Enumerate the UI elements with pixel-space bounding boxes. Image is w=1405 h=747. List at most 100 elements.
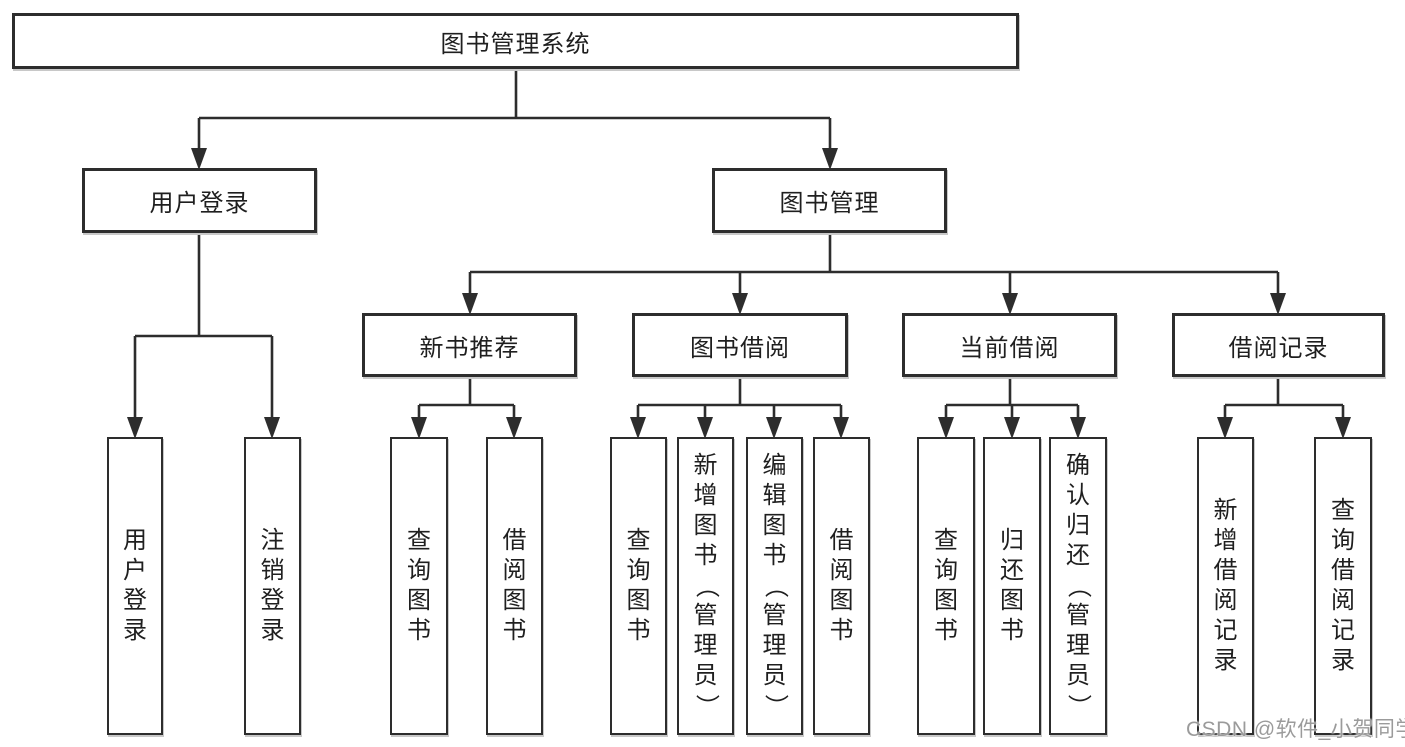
leaf-label-char: 借 bbox=[502, 527, 527, 554]
leaf-label-char: 认 bbox=[1066, 482, 1090, 509]
leaf-label-char: 书 bbox=[1000, 617, 1024, 644]
leaf-user-login: 用户登录 bbox=[107, 437, 163, 735]
leaf-bb-edit-books-admin: 编辑图书 （ 管理员 ） bbox=[746, 437, 803, 735]
watermark: CSDN @软件_小贺同学 bbox=[1186, 718, 1405, 741]
leaf-label-char: 图 bbox=[762, 512, 787, 539]
leaf-br-query-record: 查询借阅记录 bbox=[1314, 437, 1372, 735]
leaf-label-char: ） bbox=[1065, 694, 1092, 718]
node-new-book-recommend-label: 新书推荐 bbox=[419, 334, 520, 362]
leaf-cb-return-books: 归还图书 bbox=[983, 437, 1041, 735]
leaf-label-char: 归 bbox=[1066, 512, 1090, 539]
leaf-label-char: （ bbox=[761, 574, 789, 598]
leaf-label-char: 查 bbox=[1331, 497, 1355, 524]
leaf-label-char: 阅 bbox=[1331, 587, 1355, 614]
node-root-label: 图书管理系统 bbox=[440, 30, 591, 58]
leaf-label-char: 销 bbox=[260, 557, 285, 584]
leaf-label-char: 户 bbox=[123, 557, 147, 584]
leaf-label-char: 用 bbox=[123, 527, 147, 554]
leaf-label-char: 理 bbox=[762, 632, 787, 659]
leaf-label-char: 图 bbox=[626, 587, 651, 614]
node-root: 图书管理系统 bbox=[12, 13, 1019, 69]
leaf-label-char: 理 bbox=[693, 632, 718, 659]
leaf-label-char: 书 bbox=[762, 542, 787, 569]
leaf-label-char: 员 bbox=[693, 662, 718, 689]
leaf-br-add-record: 新增借阅记录 bbox=[1197, 437, 1254, 735]
leaf-label-char: 阅 bbox=[829, 557, 854, 584]
leaf-label-char: 还 bbox=[1000, 557, 1024, 584]
leaf-cb-confirm-return-admin: 确认归还 （ 管理员 ） bbox=[1049, 437, 1107, 735]
leaf-label-char: 借 bbox=[1331, 557, 1355, 584]
leaf-label-char: 借 bbox=[1213, 557, 1238, 584]
leaf-label-char: 新 bbox=[1213, 497, 1238, 524]
leaf-label-char: 增 bbox=[1213, 527, 1238, 554]
leaf-label-char: 管 bbox=[1066, 602, 1090, 629]
leaf-label-char: ） bbox=[692, 694, 720, 718]
leaf-label-char: 书 bbox=[934, 617, 958, 644]
leaf-label-char: 还 bbox=[1066, 542, 1090, 569]
leaf-label-char: 注 bbox=[260, 527, 285, 554]
leaf-label-char: 理 bbox=[1066, 632, 1090, 659]
leaf-label-char: 询 bbox=[626, 557, 651, 584]
leaf-label-char: 书 bbox=[502, 617, 527, 644]
leaf-nb-query-books: 查询图书 bbox=[390, 437, 448, 735]
leaf-label-char: 确 bbox=[1066, 452, 1090, 479]
leaf-label-char: （ bbox=[1065, 574, 1092, 598]
leaf-label-char: 增 bbox=[693, 482, 718, 509]
leaf-label-char: 管 bbox=[693, 602, 718, 629]
node-current-borrowing-label: 当前借阅 bbox=[959, 334, 1060, 362]
leaf-label-char: 辑 bbox=[762, 482, 787, 509]
leaf-label-char: 录 bbox=[260, 617, 285, 644]
leaf-label-char: 员 bbox=[762, 662, 787, 689]
leaf-label-char: 书 bbox=[829, 617, 854, 644]
node-book-management-label: 图书管理 bbox=[779, 190, 880, 217]
leaf-cb-query-books: 查询图书 bbox=[917, 437, 975, 735]
leaf-label-char: 书 bbox=[407, 617, 431, 644]
leaf-label-char: 图 bbox=[407, 587, 431, 614]
leaf-label-char: 查 bbox=[934, 527, 958, 554]
leaf-label-char: 记 bbox=[1331, 617, 1355, 644]
leaf-label-char: 登 bbox=[123, 587, 147, 614]
leaf-label-char: 记 bbox=[1213, 617, 1238, 644]
leaf-label-char: 图 bbox=[693, 512, 718, 539]
leaf-label-char: 图 bbox=[502, 587, 527, 614]
leaf-label-char: 录 bbox=[1331, 647, 1355, 674]
leaf-label-char: 登 bbox=[260, 587, 285, 614]
leaf-label-char: 员 bbox=[1066, 662, 1090, 689]
node-book-borrowing-label: 图书借阅 bbox=[690, 334, 790, 362]
node-current-borrowing: 当前借阅 bbox=[902, 313, 1117, 377]
leaf-bb-add-books-admin: 新增图书 （ 管理员 ） bbox=[677, 437, 734, 735]
leaf-label-char: 图 bbox=[934, 587, 958, 614]
leaf-label-char: 书 bbox=[626, 617, 651, 644]
node-borrowing-records: 借阅记录 bbox=[1172, 313, 1385, 377]
leaf-label-char: 管 bbox=[762, 602, 787, 629]
leaf-label-char: 阅 bbox=[502, 557, 527, 584]
node-borrowing-records-label: 借阅记录 bbox=[1228, 334, 1329, 362]
leaf-label-char: 录 bbox=[123, 617, 147, 644]
leaf-label-char: 询 bbox=[934, 557, 958, 584]
leaf-label-char: 图 bbox=[1000, 587, 1024, 614]
leaf-label-char: 新 bbox=[693, 452, 718, 479]
node-book-borrowing: 图书借阅 bbox=[632, 313, 848, 377]
leaf-label-char: 询 bbox=[407, 557, 431, 584]
leaf-label-char: 录 bbox=[1213, 647, 1238, 674]
leaf-label-char: 借 bbox=[829, 527, 854, 554]
node-new-book-recommend: 新书推荐 bbox=[362, 313, 577, 377]
leaf-label-char: 阅 bbox=[1213, 587, 1238, 614]
leaf-label-char: ） bbox=[761, 694, 789, 718]
node-user-login-group: 用户登录 bbox=[82, 168, 317, 233]
leaf-nb-borrow-books: 借阅图书 bbox=[486, 437, 543, 735]
leaf-label-char: 归 bbox=[1000, 527, 1024, 554]
leaf-bb-borrow-books: 借阅图书 bbox=[813, 437, 870, 735]
leaf-label-char: 书 bbox=[693, 542, 718, 569]
leaf-label-char: （ bbox=[692, 574, 720, 598]
node-book-management: 图书管理 bbox=[712, 168, 947, 233]
leaf-label-char: 询 bbox=[1331, 527, 1355, 554]
leaf-label-char: 查 bbox=[626, 527, 651, 554]
leaf-label-char: 编 bbox=[762, 452, 787, 479]
leaf-bb-query-books: 查询图书 bbox=[610, 437, 667, 735]
leaf-logout: 注销登录 bbox=[244, 437, 301, 735]
node-user-login-group-label: 用户登录 bbox=[149, 190, 250, 217]
leaf-label-char: 图 bbox=[829, 587, 854, 614]
